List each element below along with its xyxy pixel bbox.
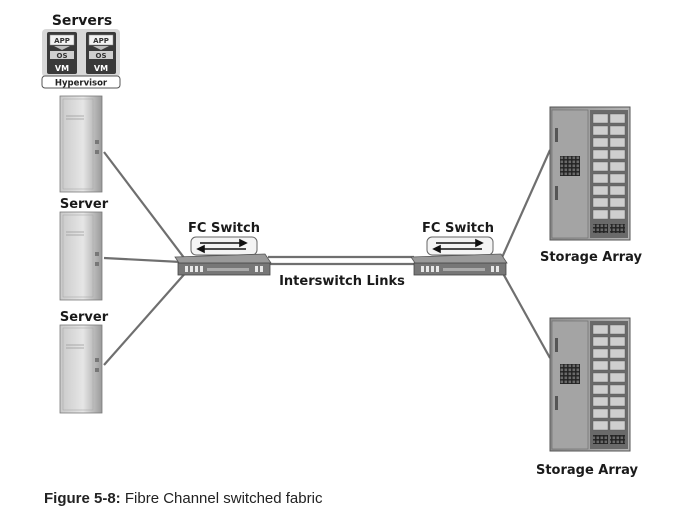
fc-switch-left-label: FC Switch	[188, 221, 260, 236]
fc-switch-left	[174, 236, 272, 276]
svg-text:OS: OS	[96, 52, 107, 60]
svg-text:APP: APP	[93, 37, 109, 45]
storage-label-top: Storage Array	[540, 250, 643, 265]
link-server-mid	[103, 256, 182, 264]
server-label-bottom: Server	[60, 310, 109, 325]
server-links	[103, 151, 189, 366]
storage-links	[498, 149, 552, 359]
servers-label: Servers	[52, 13, 112, 29]
interswitch-label: Interswitch Links	[279, 274, 405, 289]
svg-text:VM: VM	[94, 64, 108, 73]
disk-bays	[592, 113, 626, 220]
storage-array-top	[549, 106, 631, 241]
svg-text:VM: VM	[55, 64, 69, 73]
storage-array-bottom	[549, 317, 631, 452]
vm-stack: APP OS VM APP OS VM Hypervisor	[41, 29, 121, 89]
svg-text:OS: OS	[57, 52, 68, 60]
hypervisor-label: Hypervisor	[55, 79, 108, 89]
figure-number: Figure 5-8:	[44, 490, 121, 507]
link-server-bottom	[103, 269, 189, 366]
server-label-mid: Server	[60, 197, 109, 212]
interswitch-links	[268, 255, 414, 266]
svg-text:APP: APP	[54, 37, 70, 45]
figure-caption: Figure 5-8: Fibre Channel switched fabri…	[44, 490, 322, 507]
fc-switch-right-label: FC Switch	[422, 221, 494, 236]
vm-right: APP OS VM	[86, 32, 116, 74]
link-server-top	[103, 151, 189, 264]
link-storage-top	[498, 149, 552, 263]
link-storage-bottom	[499, 267, 551, 359]
fc-switch-right	[410, 236, 508, 276]
server-tower-top	[59, 95, 103, 193]
server-tower-bottom	[59, 324, 103, 414]
vm-left: APP OS VM	[47, 32, 77, 74]
switch-arrows-icon	[196, 238, 248, 254]
switch-arrows-icon	[432, 238, 484, 254]
storage-label-bottom: Storage Array	[536, 463, 639, 478]
disk-bays	[592, 324, 626, 431]
figure-title: Fibre Channel switched fabric	[120, 490, 323, 507]
server-tower-mid	[59, 211, 103, 301]
hypervisor-bar	[41, 75, 121, 89]
